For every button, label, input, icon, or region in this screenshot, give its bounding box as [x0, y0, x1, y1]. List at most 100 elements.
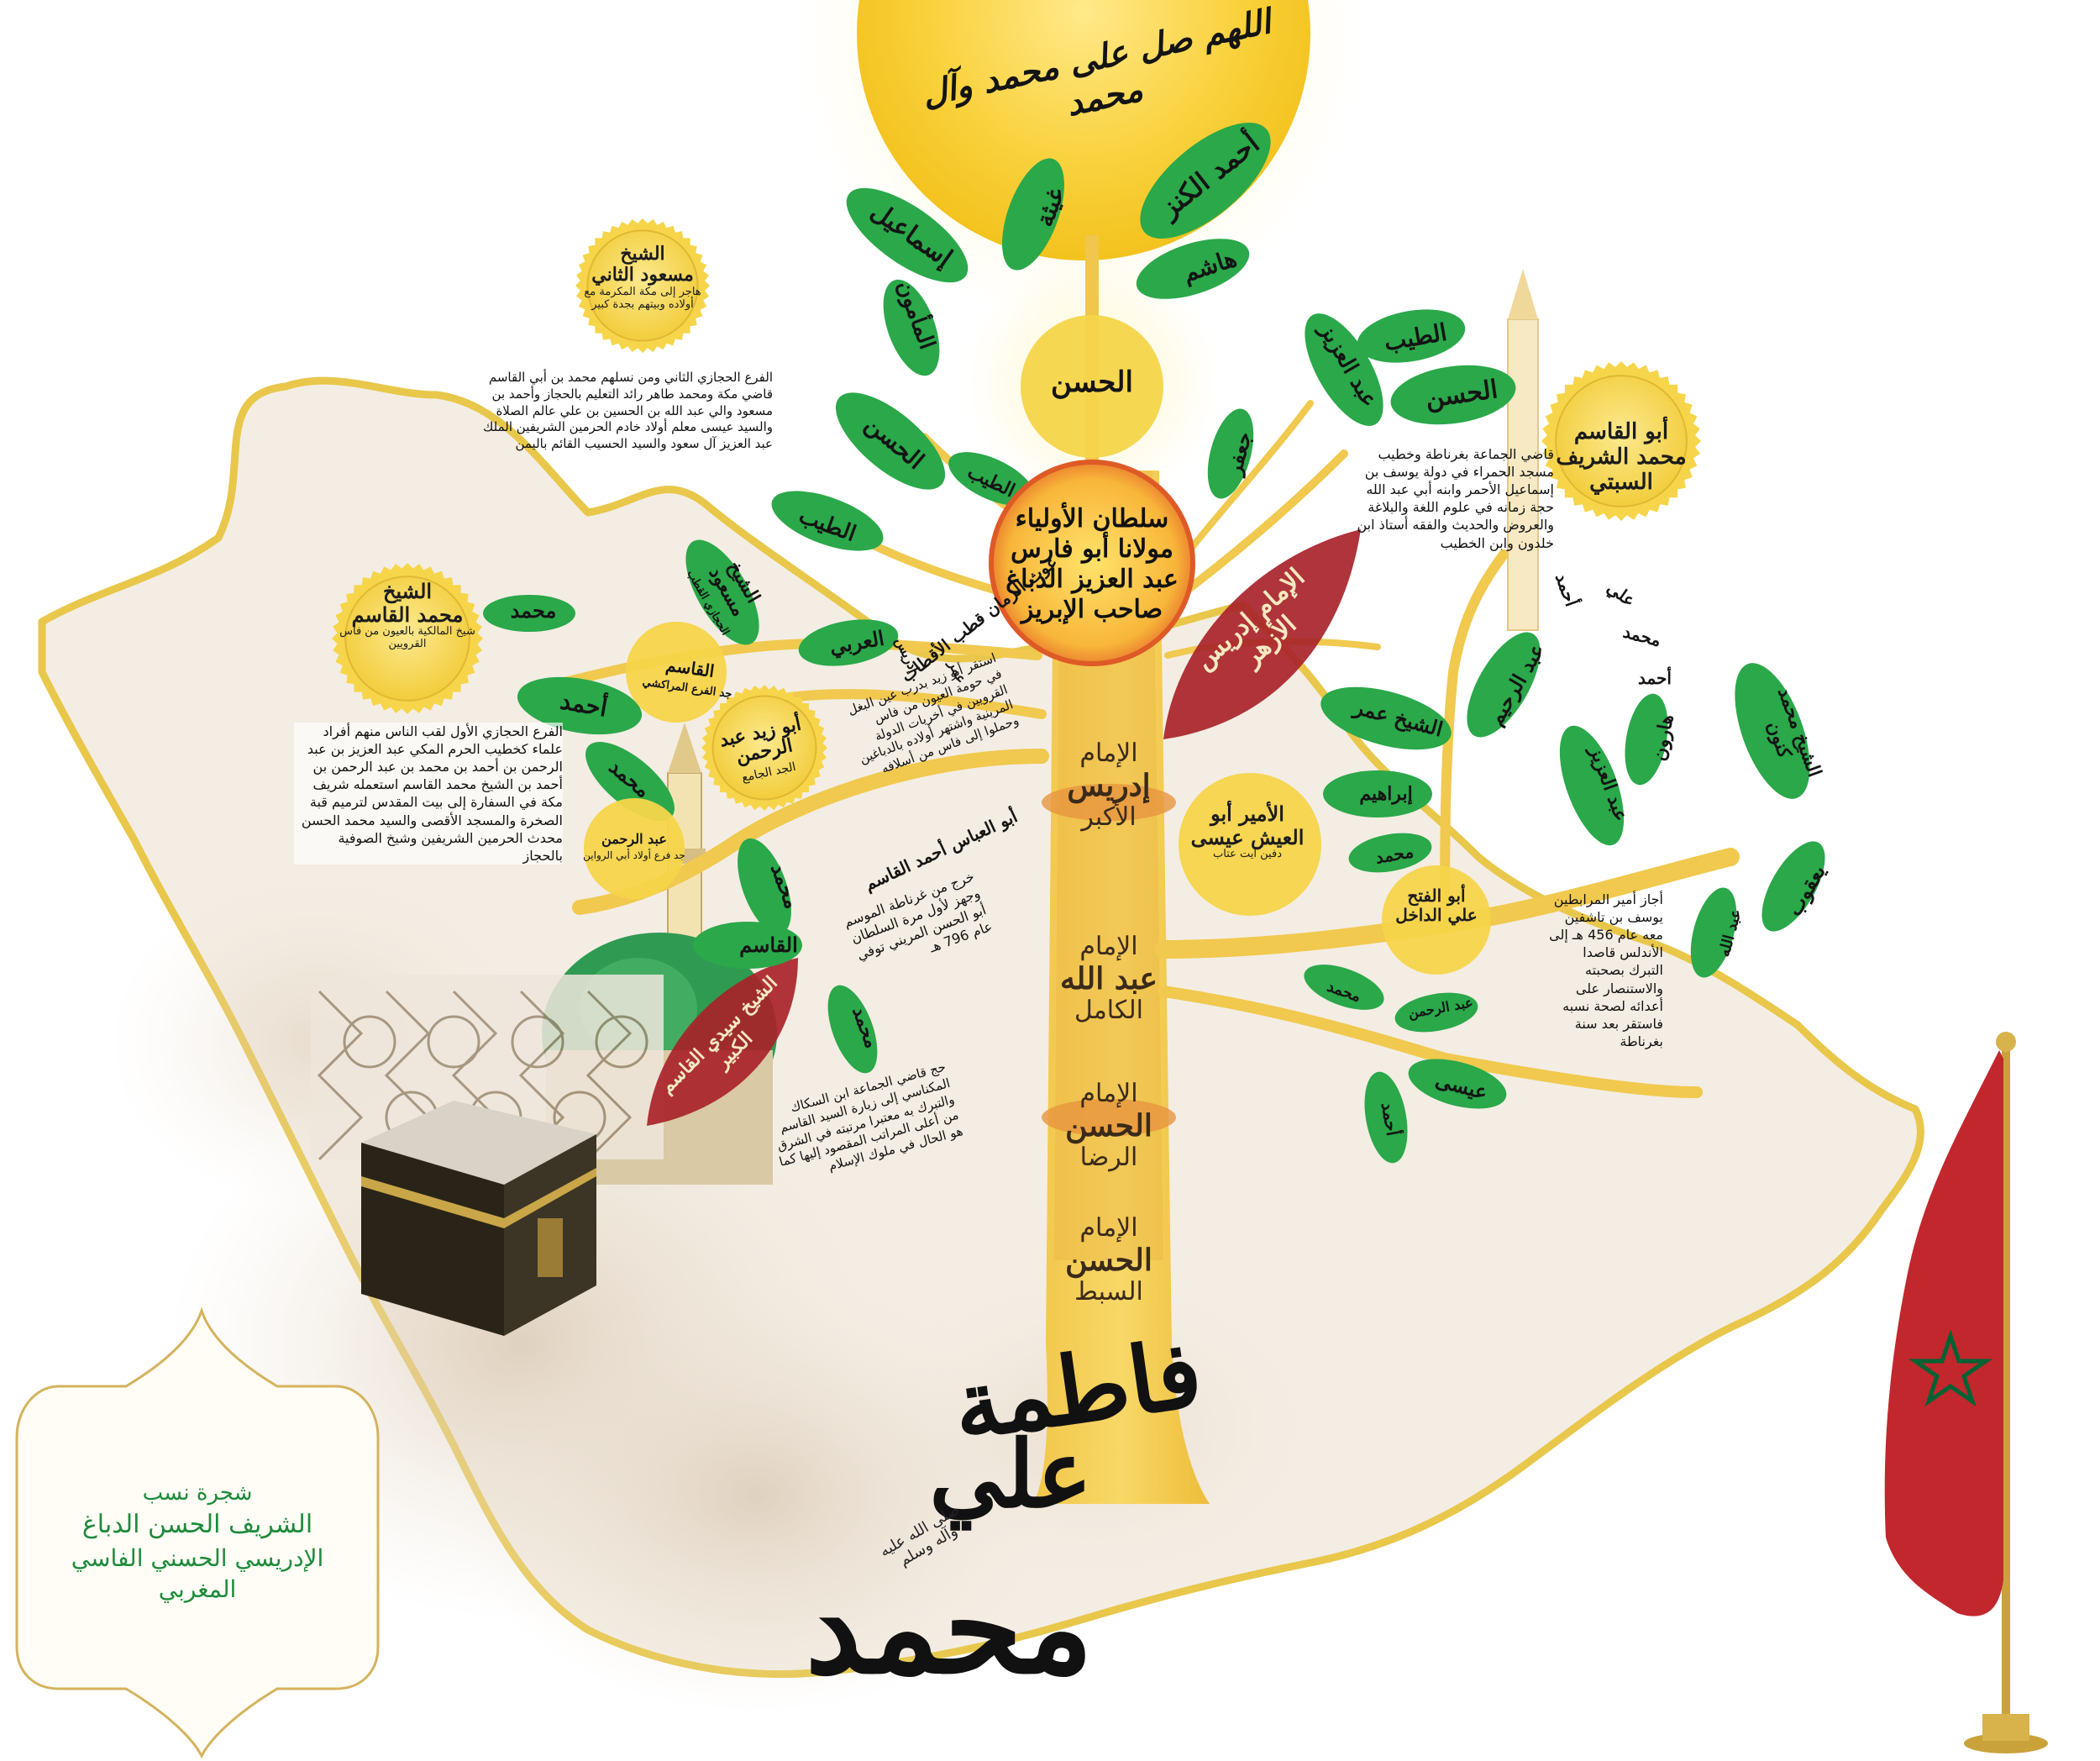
green-leaf [1394, 992, 1478, 1033]
medal-inner [344, 576, 470, 702]
trunk-hasan-rida-title: الإمام [1079, 1079, 1138, 1108]
label-ahmad-r3: أحمد [1638, 668, 1672, 688]
title-panel: شجرة نسب الشريف الحسن الدباغ الإدريسي ال… [25, 1479, 370, 1606]
title-line4: المغربي [158, 1575, 237, 1604]
trunk-hasan-rida: الإمام الحسن الرضا [1050, 1079, 1168, 1172]
green-leaf [1305, 313, 1383, 426]
root-muhammad: محمد [805, 1554, 1094, 1702]
title-line1: شجرة نسب [142, 1480, 253, 1506]
red-leaf-idris-azhar [1163, 529, 1361, 739]
green-leaf [738, 838, 791, 935]
morocco-flag [1884, 1032, 2048, 1753]
note-granada: قاضي الجماعة بغرناطة وخطيب مسجد الحمراء … [1357, 446, 1554, 551]
trunk-idris-akbar: الإمام إدريس الأكبر [1050, 739, 1168, 832]
green-leaf [1357, 309, 1466, 363]
qasim-shaykh-sub: شيخ المالكية بالعيون من فاس القرويين [339, 625, 475, 651]
kaaba-illustration [361, 1101, 596, 1336]
green-leaf [1136, 239, 1250, 299]
medal-circle [584, 798, 685, 899]
root-ali: علي [929, 1420, 1092, 1528]
green-leaf [1320, 686, 1452, 750]
title-line3: الإدريسي الحسني الفاسي [71, 1543, 324, 1572]
trunk-hasan-rida-sub: الرضا [1079, 1142, 1138, 1172]
green-leaf [883, 279, 940, 376]
leaf-ibrahim: إبراهيم [1359, 783, 1413, 805]
title-line2: الشريف الحسن الدباغ [81, 1510, 313, 1540]
title-frame [15, 1306, 380, 1759]
trunk-idris-name: إدريس [1067, 767, 1151, 803]
trunk-hasan-sibt: الإمام الحسن السبط [1050, 1213, 1168, 1306]
masud2-title: الشيخ [620, 243, 665, 265]
green-leaf [1364, 1071, 1408, 1164]
green-leaf [798, 619, 899, 666]
leaf-qasim-2: القاسم [739, 933, 798, 957]
medal-abulqasim-text: أبو القاسم محمد الشريف السبتي [1556, 419, 1687, 495]
green-leaf [835, 392, 946, 490]
abu-aysh-sub: دفين آيت عتاب [1213, 848, 1282, 861]
medal-circle [1021, 315, 1163, 458]
trunk-abdallah-name: عبد الله [1060, 960, 1158, 996]
green-leaf [1348, 833, 1432, 873]
green-leaf [948, 452, 1034, 506]
green-leaf [1761, 841, 1825, 932]
note-hijazi-2: الفرع الحجازي الثاني ومن نسلهم محمد بن أ… [483, 370, 773, 452]
masud2-name: مسعود الثاني [591, 264, 694, 286]
leaf-muhammad-top: محمد [510, 598, 557, 623]
medal-abulfath-text: أبو الفتح علي الداخل [1395, 886, 1478, 925]
green-leaf [771, 491, 884, 551]
green-leaf [1002, 158, 1064, 271]
medal-inner [711, 695, 817, 801]
center-medal-line2: مولانا أبو فارس [1011, 534, 1173, 564]
medal-circle [626, 622, 727, 723]
green-leaf [1625, 693, 1668, 786]
green-leaf [1323, 770, 1432, 817]
abu-aysh-name: الأمير أبو العيش عيسى [1190, 802, 1305, 849]
green-leaf [483, 595, 575, 632]
green-leaf [827, 985, 878, 1074]
medal-hasan-top: الحسن [1051, 365, 1133, 399]
center-medal-line3: عبد العزيز الدباغ [1005, 565, 1179, 594]
center-medal-badge [989, 460, 1195, 666]
abdrahman-small-name: عبد الرحمن [601, 831, 667, 847]
qasim-shaykh-name: محمد القاسم [351, 602, 464, 627]
trunk-hasan-sibt-name: الحسن [1065, 1242, 1152, 1278]
green-leaf [1304, 965, 1384, 1010]
center-medal-line4: صاحب الإبريز [1021, 595, 1163, 624]
green-leaf [1559, 725, 1625, 846]
red-leaf-qasim-kabir [647, 958, 798, 1126]
note-murabitin: أجاز أمير المرابطين يوسف بن تاشفين معه ع… [1549, 891, 1663, 1049]
green-leaf [1140, 122, 1271, 239]
trunk-idris-title: الإمام [1079, 739, 1138, 768]
medal-inner [586, 229, 699, 342]
green-leaf [1408, 1059, 1507, 1109]
medal-abu-aysh-text: الأمير أبو العيش عيسى دفين آيت عتاب [1184, 802, 1310, 861]
trunk-abdallah-kamil: الإمام عبد الله الكامل [1050, 932, 1168, 1025]
trunk-abdallah-sub: الكامل [1074, 995, 1143, 1025]
medal-circle [1382, 865, 1491, 975]
trunk-idris-sub: الأكبر [1081, 802, 1137, 832]
leaf-abdrahman-small: عبد الرحمن جد فرع أولاد أبي الرواين [580, 832, 689, 861]
green-leaf [685, 539, 759, 645]
green-leaf [693, 922, 802, 969]
note-hijazi-1: الفرع الحجازي الأول لقب الناس منهم أفراد… [294, 723, 563, 865]
green-leaf [1690, 887, 1737, 978]
medal-inner [1555, 375, 1688, 507]
flag-star-icon [1908, 1329, 1993, 1407]
green-leaf [1735, 663, 1810, 799]
center-medal: سلطان الأولياء مولانا أبو فارس عبد العزي… [966, 504, 1218, 625]
green-leaf [1390, 365, 1516, 425]
green-leaf [846, 187, 969, 283]
qasim-shaykh-title: الشيخ [382, 579, 433, 603]
trunk-hasan-sibt-title: الإمام [1079, 1213, 1138, 1243]
green-leaf [1207, 408, 1254, 499]
abdrahman-small-sub: جد فرع أولاد أبي الرواين [583, 849, 685, 861]
medal-circle [1179, 773, 1321, 916]
medal-qasim-shaykh: الشيخ محمد القاسم شيخ المالكية بالعيون م… [336, 580, 479, 651]
trunk-hasan-sibt-sub: السبط [1074, 1276, 1143, 1306]
green-leaf [585, 742, 675, 821]
masud2-sub: هاجر إلى مكة المكرمة مع أولاده وبيتهم بج… [584, 285, 701, 311]
green-leaf [1467, 632, 1541, 738]
